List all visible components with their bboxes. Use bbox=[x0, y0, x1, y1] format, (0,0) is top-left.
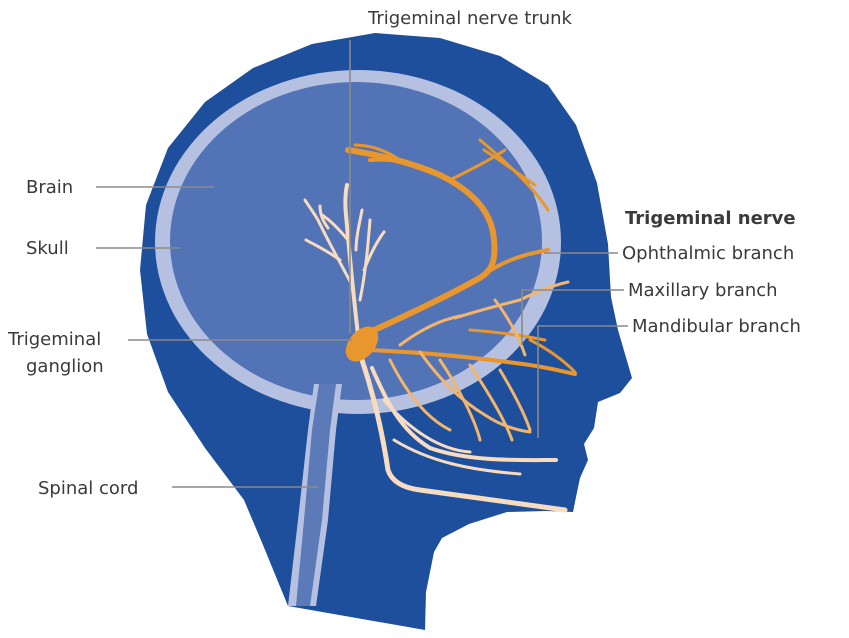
trigeminal-nerve-title: Trigeminal nerve bbox=[625, 208, 796, 229]
ophthalmic-label: Ophthalmic branch bbox=[622, 243, 794, 264]
brain-label: Brain bbox=[26, 177, 73, 198]
ganglion-label-line1: Trigeminal bbox=[7, 329, 101, 350]
mandibular-label: Mandibular branch bbox=[632, 316, 801, 337]
spinal-cord-label: Spinal cord bbox=[38, 478, 138, 499]
ganglion-label-line2: ganglion bbox=[26, 356, 104, 377]
skull-label: Skull bbox=[26, 238, 69, 259]
maxillary-label: Maxillary branch bbox=[628, 280, 778, 301]
trunk-label: Trigeminal nerve trunk bbox=[367, 8, 573, 29]
